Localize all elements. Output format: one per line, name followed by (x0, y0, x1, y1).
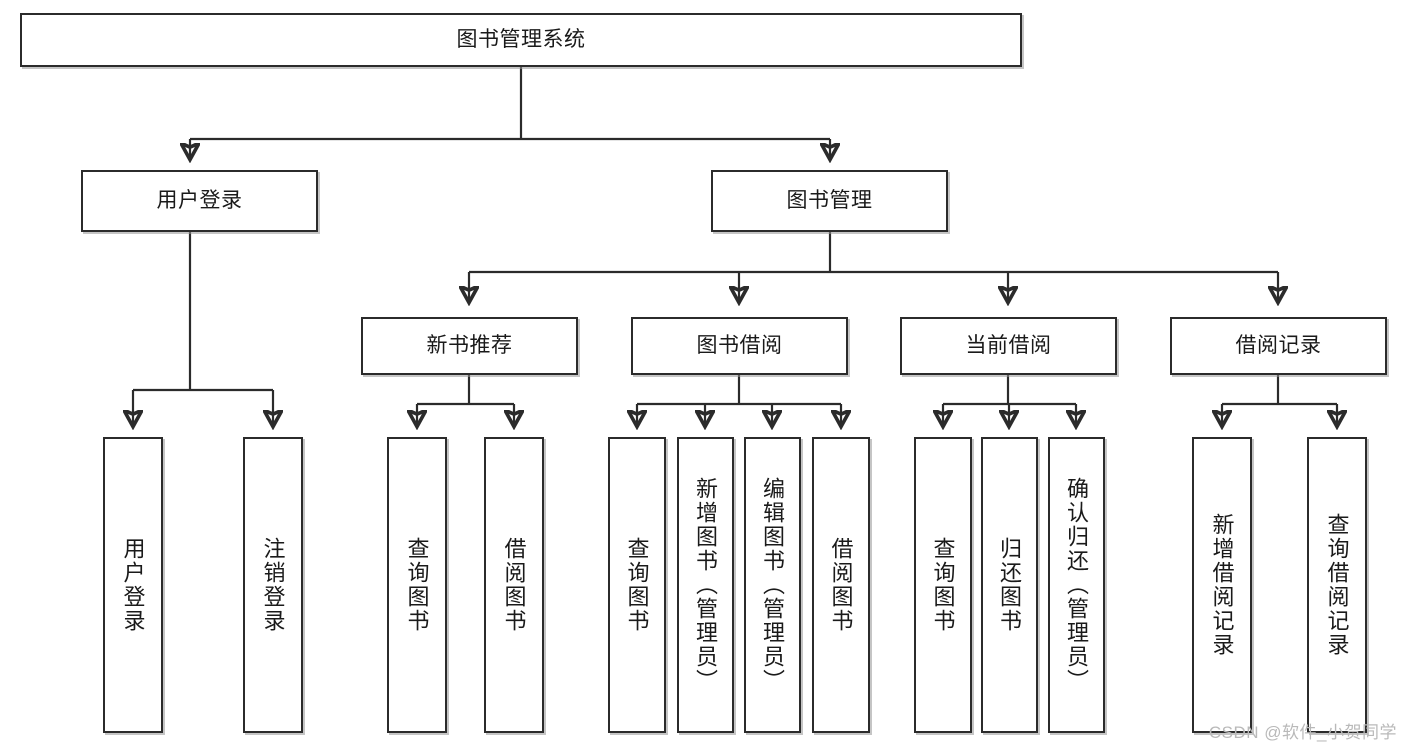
node-leaf-user-login-label: 用户登录 (120, 537, 146, 633)
node-leaf-confirm-return[interactable]: 确认归还（管理员） (1048, 437, 1105, 733)
node-leaf-borrow-book-2[interactable]: 借阅图书 (812, 437, 870, 733)
node-leaf-borrow-book-1-label: 借阅图书 (501, 537, 527, 633)
node-leaf-edit-book[interactable]: 编辑图书（管理员） (744, 437, 801, 733)
node-root[interactable]: 图书管理系统 (20, 13, 1022, 67)
node-leaf-logout-login-label: 注销登录 (260, 537, 286, 633)
node-leaf-query-record[interactable]: 查询借阅记录 (1307, 437, 1367, 733)
node-leaf-query-record-label: 查询借阅记录 (1324, 513, 1350, 657)
node-current-borrow[interactable]: 当前借阅 (900, 317, 1117, 375)
node-leaf-add-record-label: 新增借阅记录 (1209, 513, 1235, 657)
node-leaf-add-record[interactable]: 新增借阅记录 (1192, 437, 1252, 733)
node-leaf-query-book-1-label: 查询图书 (404, 537, 430, 633)
node-leaf-logout-login[interactable]: 注销登录 (243, 437, 303, 733)
node-book-manage[interactable]: 图书管理 (711, 170, 948, 232)
node-book-manage-label: 图书管理 (786, 189, 873, 213)
node-book-borrow[interactable]: 图书借阅 (631, 317, 848, 375)
node-leaf-return-book[interactable]: 归还图书 (981, 437, 1038, 733)
node-leaf-query-book-2[interactable]: 查询图书 (608, 437, 666, 733)
node-leaf-confirm-return-label: 确认归还（管理员） (1064, 477, 1090, 693)
node-leaf-query-book-3[interactable]: 查询图书 (914, 437, 972, 733)
node-leaf-user-login[interactable]: 用户登录 (103, 437, 163, 733)
node-leaf-query-book-3-label: 查询图书 (930, 537, 956, 633)
node-leaf-borrow-book-2-label: 借阅图书 (828, 537, 854, 633)
node-leaf-add-book-label: 新增图书（管理员） (693, 477, 719, 693)
csdn-watermark: CSDN @软件_小贺同学 (1208, 723, 1397, 742)
node-leaf-add-book[interactable]: 新增图书（管理员） (677, 437, 734, 733)
node-user-login-label: 用户登录 (156, 189, 243, 213)
node-borrow-record[interactable]: 借阅记录 (1170, 317, 1387, 375)
node-book-borrow-label: 图书借阅 (696, 334, 783, 358)
node-leaf-query-book-2-label: 查询图书 (624, 537, 650, 633)
node-current-borrow-label: 当前借阅 (965, 334, 1052, 358)
node-user-login[interactable]: 用户登录 (81, 170, 318, 232)
node-leaf-borrow-book-1[interactable]: 借阅图书 (484, 437, 544, 733)
node-leaf-return-book-label: 归还图书 (997, 537, 1023, 633)
node-new-book-recommend-label: 新书推荐 (426, 334, 513, 358)
node-leaf-query-book-1[interactable]: 查询图书 (387, 437, 447, 733)
node-root-label: 图书管理系统 (456, 28, 586, 52)
node-borrow-record-label: 借阅记录 (1235, 334, 1322, 358)
node-new-book-recommend[interactable]: 新书推荐 (361, 317, 578, 375)
node-leaf-edit-book-label: 编辑图书（管理员） (760, 477, 786, 693)
